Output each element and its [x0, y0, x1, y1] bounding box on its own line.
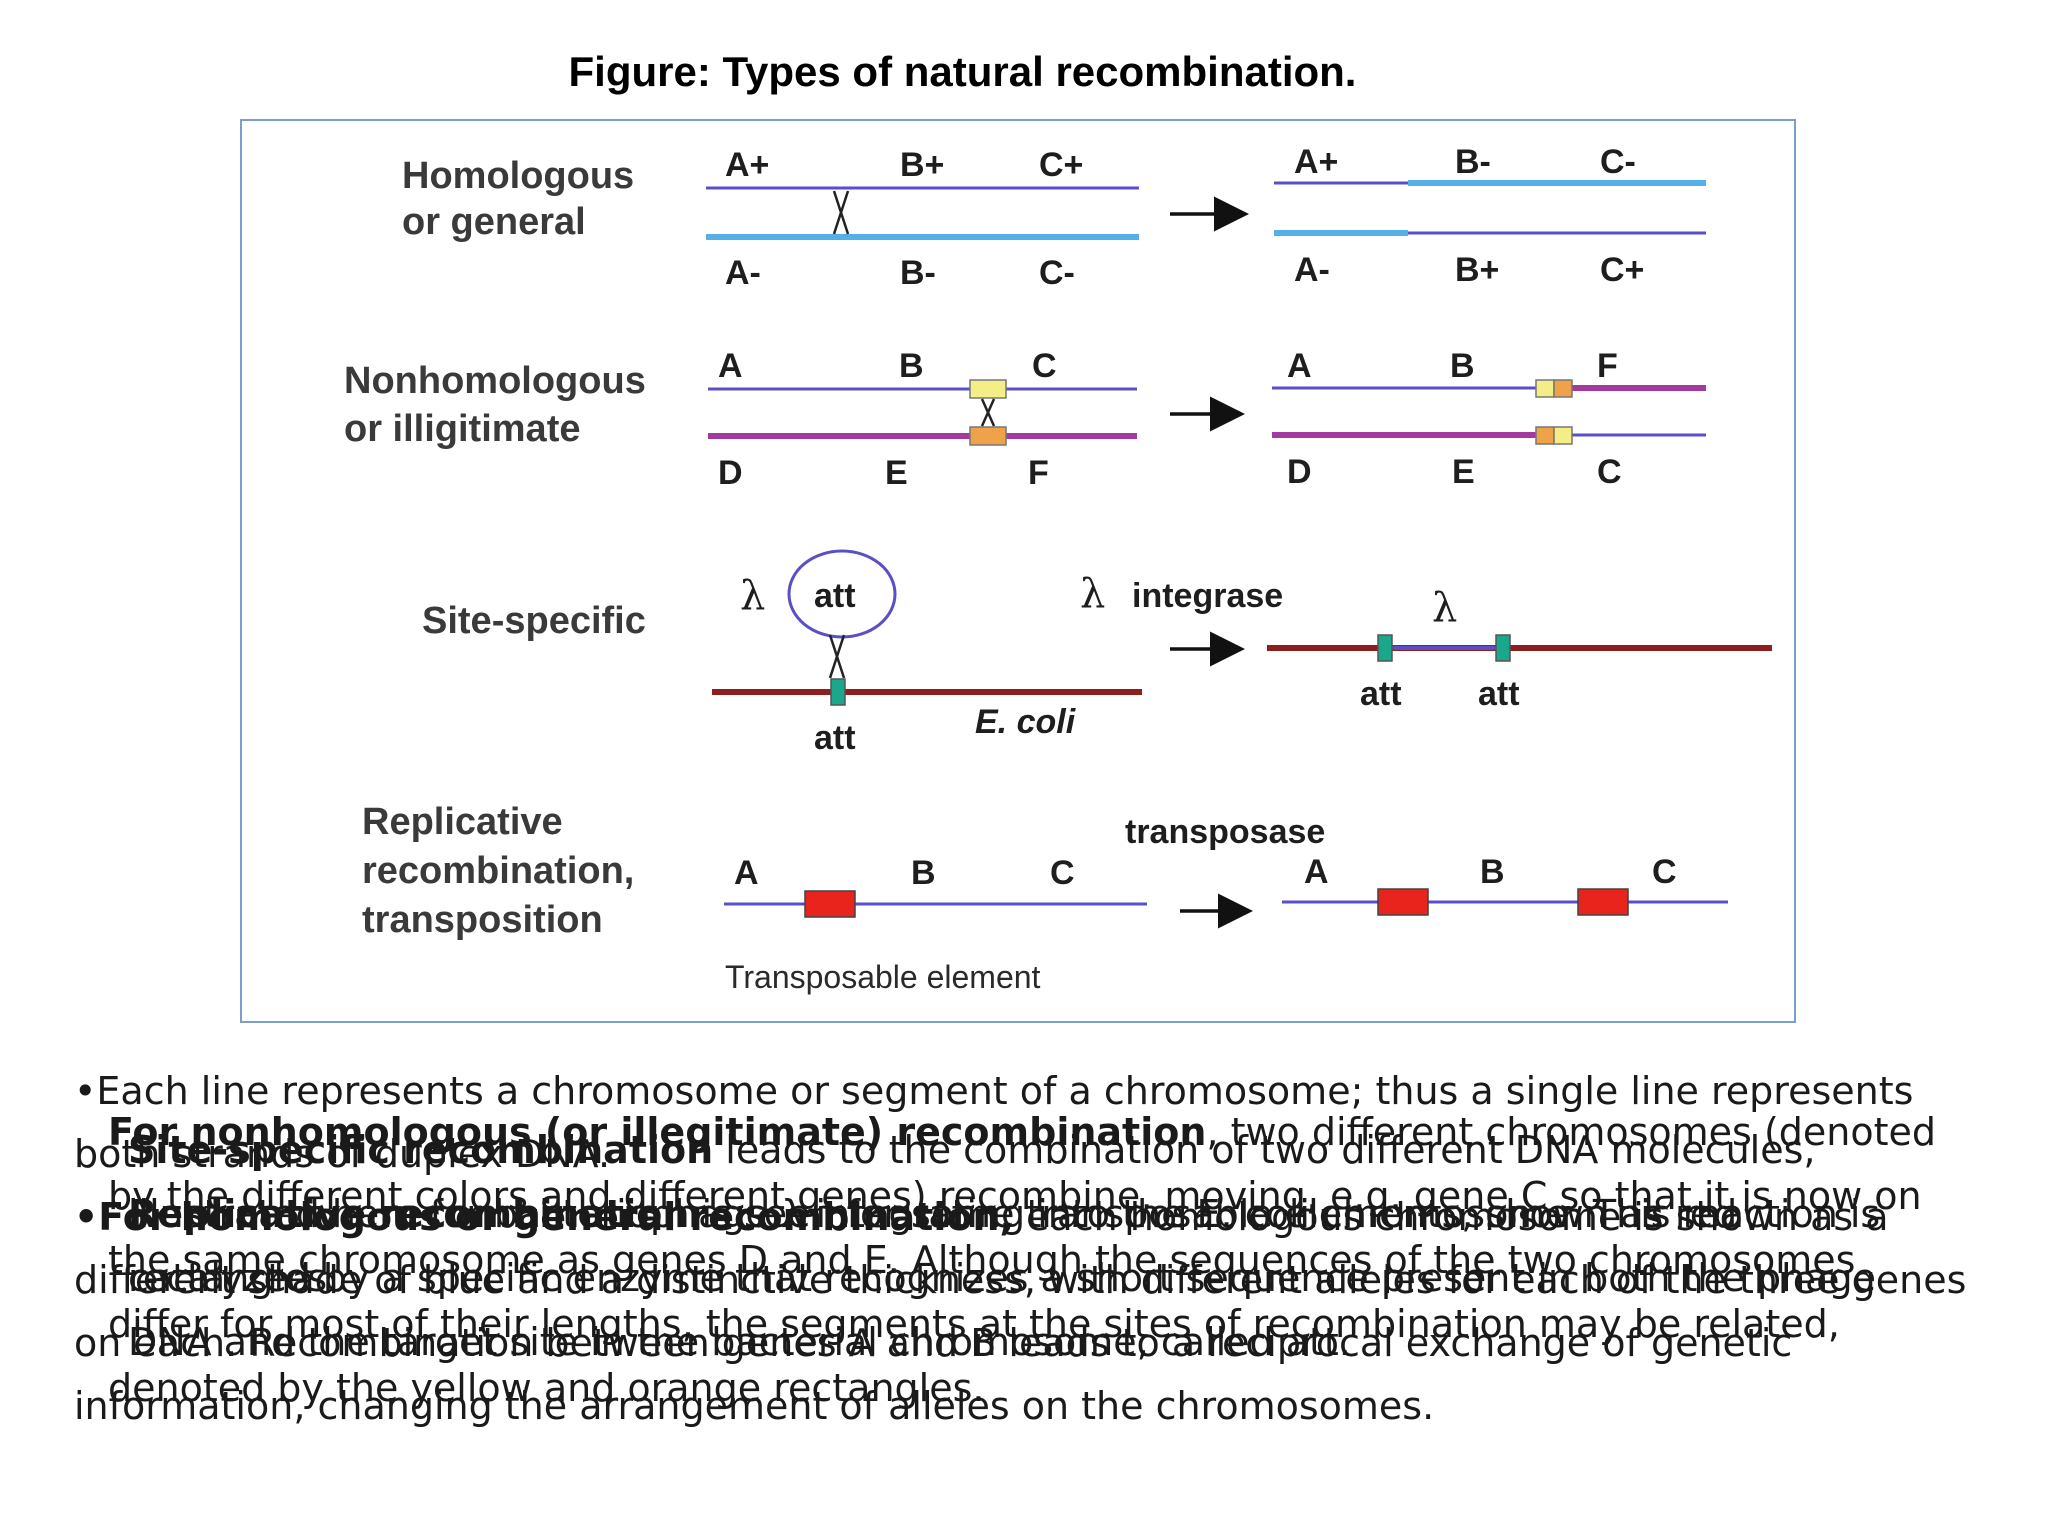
rep-res-a: A [1304, 853, 1329, 891]
replicative-label-3: transposition [362, 899, 603, 941]
nonhom-res-top-yellow [1535, 379, 1555, 398]
nonhom-res-b: B [1450, 347, 1475, 385]
caption-homologous-rest: each homologous chromosome is shown as a… [74, 1195, 1967, 1428]
caption-nonhom-bold: For nonhomologous (or illegitimate) reco… [108, 1110, 1207, 1154]
transposase-label: transposase [1125, 813, 1325, 851]
integrated-lambda: λ [1432, 585, 1457, 631]
nonhom-gene-e: E [885, 454, 908, 492]
replicative-label-1: Replicative [362, 801, 563, 843]
phage-att-label: att [814, 577, 856, 615]
nonhom-res-a: A [1287, 347, 1312, 385]
hom-gene-a-minus: A- [725, 254, 761, 292]
integrated-att-left [1377, 634, 1393, 662]
caption-site-rest: leads to the combination of two differen… [128, 1128, 1881, 1364]
integrase-lambda: λ [1080, 571, 1105, 617]
caption-replicative: Replicative recombination is seen for so… [128, 1182, 1888, 1310]
nonhom-gene-c: C [1032, 347, 1057, 385]
transposable-element-label: Transposable element [725, 959, 1041, 995]
caption-homologous-paragraph: •For homologous or general recombination… [74, 1186, 2004, 1438]
nonhom-res-e: E [1452, 453, 1475, 491]
hom-res-a-plus: A+ [1294, 143, 1338, 181]
rep-gene-a: A [734, 854, 759, 892]
homologous-label-1: Homologous [402, 155, 634, 197]
hom-res-b-minus: B- [1455, 143, 1491, 181]
nonhom-label-1: Nonhomologous [344, 360, 646, 402]
nonhom-label-2: or illigitimate [344, 408, 580, 450]
ecoli-att-site [830, 678, 846, 706]
nonhom-gene-d: D [718, 454, 743, 492]
replicative-label-2: recombination, [362, 850, 634, 892]
caption-homologous: •Each line represents a chromosome or se… [74, 1060, 2004, 1438]
hom-res-c-minus: C- [1600, 143, 1636, 181]
caption-site-specific: Site-specific recombination leads to the… [128, 1118, 1918, 1374]
nonhom-res-top-orange [1553, 379, 1573, 398]
rep-gene-b: B [911, 854, 936, 892]
ecoli-label: E. coli [975, 703, 1077, 741]
integrated-att-left-label: att [1360, 675, 1402, 713]
hom-crossover-x [832, 190, 850, 235]
nonhom-res-f: F [1597, 347, 1618, 385]
rep-gene-c: C [1050, 854, 1075, 892]
integrase-label: integrase [1132, 577, 1283, 615]
hom-res-a-minus: A- [1294, 251, 1330, 289]
caption-line-definition: •Each line represents a chromosome or se… [74, 1069, 1914, 1176]
site-specific-label: Site-specific [422, 600, 646, 642]
hom-gene-a-plus: A+ [725, 146, 769, 184]
hom-res-b-plus: B+ [1455, 251, 1499, 289]
figure-title: Figure: Types of natural recombination. [568, 48, 1357, 95]
integrated-att-right-label: att [1478, 675, 1520, 713]
caption-nonhomologous: For nonhomologous (or illegitimate) reco… [108, 1100, 1948, 1420]
rep-res-b: B [1480, 853, 1505, 891]
rep-result-transposon-1 [1377, 888, 1429, 916]
nonhom-res-d: D [1287, 453, 1312, 491]
hom-gene-c-plus: C+ [1039, 146, 1083, 184]
nonhom-res-bottom-orange [1535, 426, 1555, 445]
nonhom-res-c: C [1597, 453, 1622, 491]
nonhom-crossover-x [980, 398, 996, 427]
hom-gene-b-plus: B+ [900, 146, 944, 184]
recombination-diagram: Homologous or general A+ B+ C+ A- B- C- … [344, 143, 1772, 995]
nonhom-yellow-segment [969, 379, 1007, 399]
hom-gene-c-minus: C- [1039, 254, 1075, 292]
rep-result-transposon-2 [1577, 888, 1629, 916]
integrated-att-right [1495, 634, 1511, 662]
hom-gene-b-minus: B- [900, 254, 936, 292]
caption-rep-bold: Replicative recombination [128, 1192, 690, 1236]
caption-site-bold: Site-specific recombination [128, 1128, 714, 1172]
lambda-symbol: λ [740, 573, 765, 619]
rep-transposon [804, 890, 856, 918]
hom-res-c-plus: C+ [1600, 251, 1644, 289]
nonhom-orange-segment [969, 426, 1007, 446]
nonhom-gene-b: B [899, 347, 924, 385]
lambda-phage-circle [787, 549, 897, 639]
nonhom-gene-a: A [718, 347, 743, 385]
site-crossover-x [828, 634, 846, 679]
recombination-figure: Homologous or general A+ B+ C+ A- B- C- … [240, 119, 1796, 1023]
homologous-label-2: or general [402, 201, 586, 243]
caption-nonhom-rest: , two different chromosomes (denoted by … [108, 1110, 1936, 1410]
caption-rep-rest: is seen for some transposable elements, … [128, 1192, 1738, 1300]
nonhom-gene-f: F [1028, 454, 1049, 492]
rep-res-c: C [1652, 853, 1677, 891]
nonhom-res-bottom-yellow [1553, 426, 1573, 445]
ecoli-att-label: att [814, 719, 856, 757]
caption-homologous-bold: •For homologous or general recombination… [74, 1195, 1014, 1239]
